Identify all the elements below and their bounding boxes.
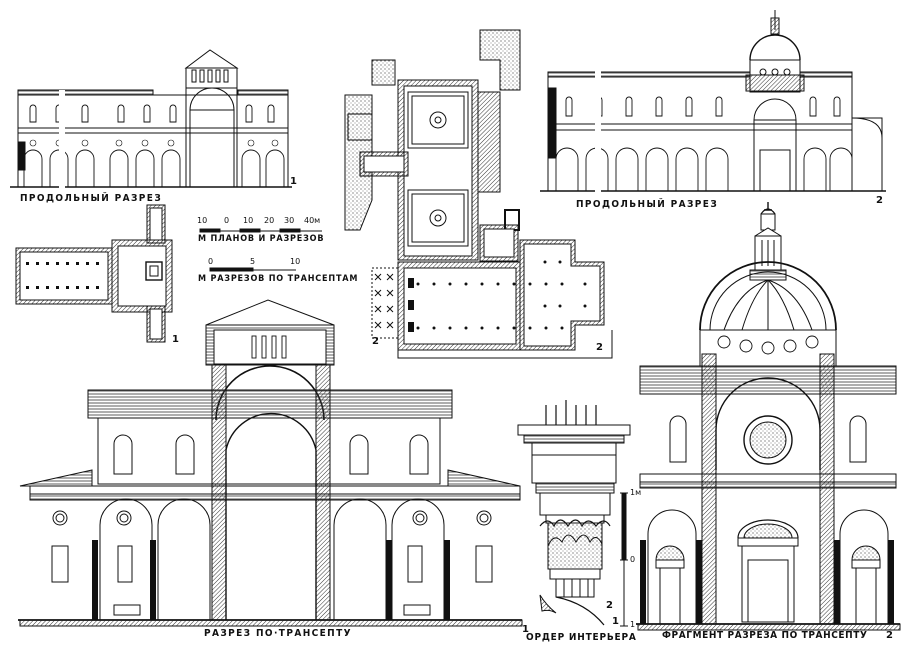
scale-tick: 5: [250, 257, 256, 266]
scale-tick: 40м: [304, 216, 321, 225]
scale-tick: 10: [290, 257, 301, 266]
transept-section-1: [18, 299, 523, 627]
transept-fragment-number: 2: [886, 630, 893, 641]
scale-tick: 30: [284, 216, 295, 225]
longitudinal-section-2: [540, 10, 886, 194]
plan-1: [15, 204, 173, 343]
transept-section-title: РАЗРЕЗ ПО·ТРАНСЕПТУ: [204, 628, 352, 639]
long-section-1-number: 1: [290, 176, 297, 187]
scale-tick: 10: [243, 216, 254, 225]
transept-section-number: 1: [522, 624, 529, 635]
scale-bar-plans: [199, 228, 322, 233]
long-section-2-number: 2: [876, 195, 883, 206]
plan-1-number: 1: [172, 334, 179, 345]
longitudinal-section-1: [10, 49, 292, 190]
long-section-1-title: ПРОДОЛЬНЫЙ РАЗРЕЗ: [20, 193, 163, 204]
long-section-2-title: ПРОДОЛЬНЫЙ РАЗРЕЗ: [576, 199, 719, 210]
scale-tick: 0: [208, 257, 214, 266]
order-number-1: 1: [612, 616, 619, 627]
order-number-2: 2: [606, 600, 613, 611]
plan-2-number-right: 2: [596, 342, 603, 353]
scale-tick: 10: [197, 216, 208, 225]
scale-plans-caption: М ПЛАНОВ И РАЗРЕЗОВ: [198, 234, 325, 244]
scale-tick: 20: [264, 216, 275, 225]
transept-fragment-title: ФРАГМЕНТ РАЗРЕЗА ПО ТРАНСЕПТУ: [662, 630, 868, 641]
scale-tick: 1: [630, 620, 636, 629]
plan-2-number-left: 2: [372, 336, 379, 347]
scale-bar-transept: [209, 267, 296, 272]
scale-transept-caption: М РАЗРЕЗОВ ПО ТРАНСЕПТАМ: [198, 274, 359, 284]
interior-order: [517, 400, 631, 627]
interior-order-title: ОРДЕР ИНТЕРЬЕРА: [526, 632, 637, 643]
plan-2: [344, 29, 613, 359]
scale-tick: 1м: [630, 488, 642, 497]
scale-tick: 0: [224, 216, 230, 225]
transept-fragment-2: [636, 202, 901, 631]
scale-tick: 0: [630, 555, 636, 564]
